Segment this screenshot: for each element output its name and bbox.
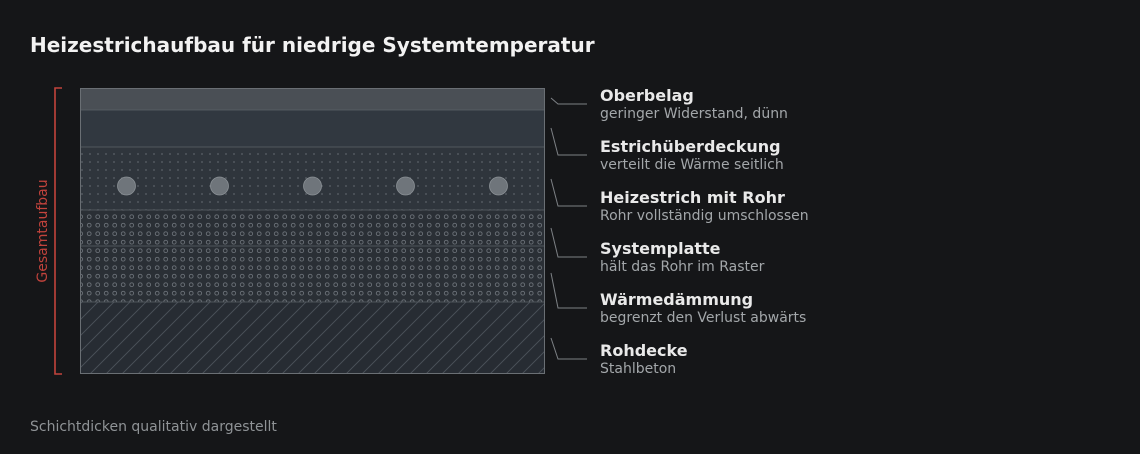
layer-oberbelag-fill (80, 88, 545, 110)
layer-description: begrenzt den Verlust abwärts (600, 310, 807, 326)
layer-name: Systemplatte (600, 239, 721, 258)
leader-systemplatte (550, 227, 587, 258)
label-systemplatte: Systemplatte hält das Rohr im Raster (600, 239, 764, 277)
label-waermedaemmung: Wärmedämmung begrenzt den Verlust abwärt… (600, 290, 806, 328)
layer-heizestrich (80, 147, 545, 210)
leader-heizestrich (550, 178, 587, 207)
leader-rohdecke (550, 337, 587, 360)
heating-pipe (117, 176, 136, 196)
heating-pipes (117, 176, 508, 196)
layer-waermedaemmung (80, 246, 545, 302)
leader-lines (550, 97, 587, 360)
layer-systemplatte (80, 210, 545, 246)
layer-description: Rohr vollständig umschlossen (600, 208, 809, 224)
layer-oberbelag (80, 88, 545, 110)
footnote: Schichtdicken qualitativ dargestellt (30, 419, 277, 435)
label-rohdecke: Rohdecke Stahlbeton (600, 341, 688, 379)
bracket-label: Gesamtaufbau (35, 179, 51, 283)
layer-rohdecke-texture (80, 302, 545, 374)
layer-rohdecke (80, 302, 545, 374)
diagram-title: Heizestrichaufbau für niedrige Systemtem… (30, 33, 595, 57)
label-heizestrich: Heizestrich mit Rohr Rohr vollständig um… (600, 188, 809, 226)
layer-name: Oberbelag (600, 86, 694, 105)
leader-oberbelag (550, 97, 587, 105)
layer-description: Stahlbeton (600, 361, 677, 377)
heating-pipe (210, 176, 229, 196)
layer-systemplatte-texture (80, 210, 545, 246)
leader-estrichueberdeckung (550, 127, 587, 156)
heating-pipe (489, 176, 508, 196)
layer-description: geringer Widerstand, dünn (600, 106, 788, 122)
label-oberbelag: Oberbelag geringer Widerstand, dünn (600, 86, 788, 124)
layer-name: Heizestrich mit Rohr (600, 188, 785, 207)
leader-waermedaemmung (550, 272, 587, 309)
layer-description: hält das Rohr im Raster (600, 259, 765, 275)
layer-description: verteilt die Wärme seitlich (600, 157, 784, 173)
heating-pipe (396, 176, 415, 196)
heating-pipe (303, 176, 322, 196)
stack-border (80, 88, 545, 374)
layer-name: Estrichüberdeckung (600, 137, 781, 156)
layer-estrichueberdeckung (80, 110, 545, 147)
layer-separators (80, 109, 545, 303)
layer-name: Wärmedämmung (600, 290, 754, 309)
total-thickness-bracket (54, 87, 62, 375)
label-estrichueberdeckung: Estrichüberdeckung verteilt die Wärme se… (600, 137, 784, 175)
layer-estrichueberdeckung-fill (80, 110, 545, 147)
layer-waermedaemmung-texture (80, 246, 545, 302)
layer-name: Rohdecke (600, 341, 688, 360)
